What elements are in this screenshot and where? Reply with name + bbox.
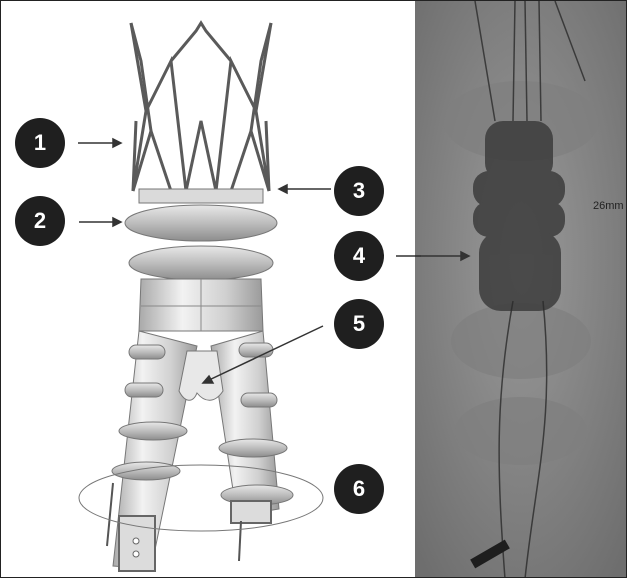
sealing-ring-upper [125,205,277,241]
stent-crown [171,23,231,61]
stent-strut [186,121,216,191]
sheath-port [133,551,139,557]
fluoroscopy-panel [415,1,627,578]
callout-1: 1 [15,118,65,168]
leg-ring [129,345,165,359]
callout-4-number: 4 [353,243,365,269]
leg-ring [241,393,277,407]
guidewire [239,521,241,561]
arrowhead [113,218,121,226]
leg-ring [112,462,180,480]
vertebra [455,397,587,465]
callout-5-number: 5 [353,311,365,337]
callout-2: 2 [15,196,65,246]
callout-2-number: 2 [34,208,46,234]
device-shadow [479,231,561,311]
stent-frame [131,23,271,191]
measurement-label: 26mm [593,200,624,212]
guidewire [107,483,113,546]
leg-ring [219,439,287,457]
leg-ring [239,343,273,357]
callout-3-number: 3 [353,178,365,204]
fluoroscopy-image [415,1,627,578]
sheath-port [133,538,139,544]
callout-4-arrow-tail [396,249,421,263]
bifurcation-notch [179,351,223,400]
leg-ring [125,383,163,397]
vertebra [451,303,591,379]
callout-5: 5 [334,299,384,349]
callout-3: 3 [334,166,384,216]
callout-6: 6 [334,464,384,514]
callout-4: 4 [334,231,384,281]
stent-collar [139,189,263,203]
callout-6-number: 6 [353,476,365,502]
arrowhead [113,139,121,147]
sealing-ring-lower [129,246,273,280]
leg-ring [119,422,187,440]
arrowhead [279,185,287,193]
delivery-sheath-right [231,501,271,523]
callout-1-number: 1 [34,130,46,156]
